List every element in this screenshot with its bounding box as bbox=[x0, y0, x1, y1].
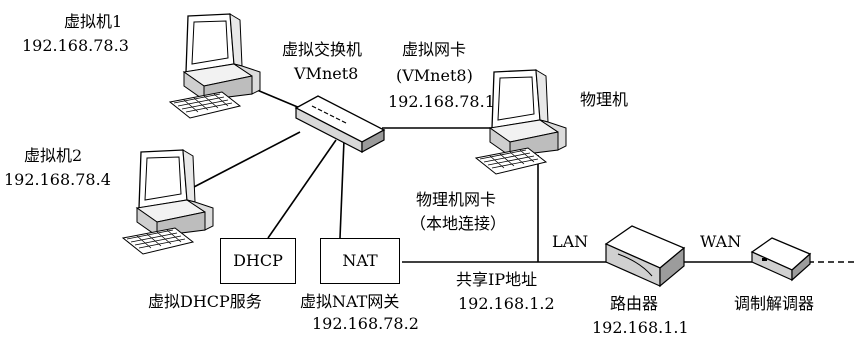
router-name: 路由器 bbox=[610, 294, 659, 313]
vm1-name: 虚拟机1 bbox=[64, 12, 123, 31]
modem-icon bbox=[750, 237, 812, 282]
wan-label: WAN bbox=[700, 232, 742, 251]
vnic-name: 虚拟网卡 bbox=[402, 40, 467, 59]
dhcp-box: DHCP bbox=[220, 238, 296, 284]
vm2-computer-icon bbox=[122, 149, 214, 255]
vm1-computer-icon bbox=[169, 13, 261, 119]
host-nic-sub: （本地连接） bbox=[410, 214, 507, 233]
vnic-ip: 192.168.78.1 bbox=[388, 92, 495, 111]
nat-box: NAT bbox=[320, 238, 400, 284]
switch-name: 虚拟交换机 bbox=[282, 40, 363, 59]
vm2-name: 虚拟机2 bbox=[24, 146, 83, 165]
router-ip: 192.168.1.1 bbox=[592, 318, 689, 337]
host-nic-name: 物理机网卡 bbox=[416, 190, 497, 209]
shared-ip-label: 共享IP地址 bbox=[456, 270, 538, 289]
nat-desc: 虚拟NAT网关 bbox=[300, 292, 400, 311]
router-icon bbox=[604, 225, 686, 288]
modem-name: 调制解调器 bbox=[734, 294, 815, 313]
vnic-id: (VMnet8) bbox=[396, 66, 473, 85]
host-name: 物理机 bbox=[580, 90, 629, 109]
virtual-switch-icon bbox=[294, 95, 386, 154]
network-links bbox=[191, 81, 858, 263]
nat-ip: 192.168.78.2 bbox=[312, 314, 419, 333]
lan-label: LAN bbox=[552, 232, 589, 251]
vm1-ip: 192.168.78.3 bbox=[22, 36, 129, 55]
switch-id: VMnet8 bbox=[294, 64, 359, 83]
dhcp-desc: 虚拟DHCP服务 bbox=[148, 292, 262, 311]
host-computer-icon bbox=[475, 69, 567, 175]
shared-ip: 192.168.1.2 bbox=[458, 294, 555, 313]
vm2-ip: 192.168.78.4 bbox=[4, 170, 111, 189]
